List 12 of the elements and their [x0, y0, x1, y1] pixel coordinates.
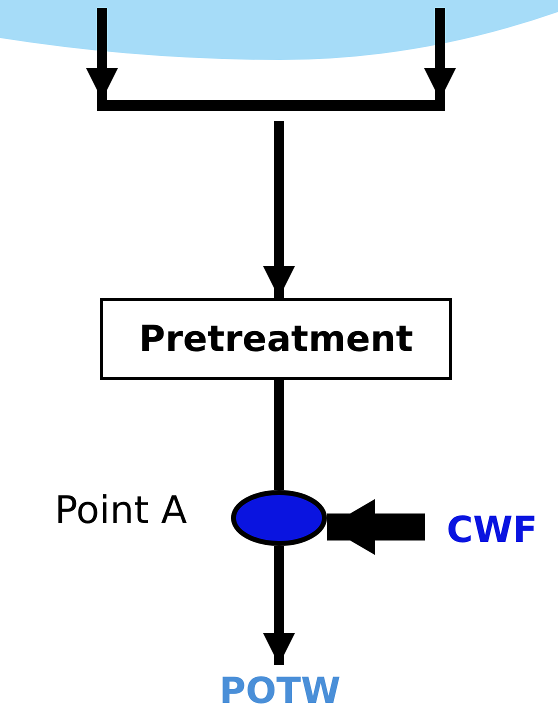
- connector-line: [274, 380, 284, 490]
- arrow: [424, 8, 456, 100]
- point-label: Point A: [54, 488, 187, 532]
- arrow: [86, 8, 118, 100]
- box-label: Pretreatment: [138, 318, 414, 360]
- merge-bar: [97, 100, 445, 111]
- input-label: CWF: [446, 510, 538, 550]
- arrow: [263, 546, 295, 665]
- arrow: [327, 499, 425, 555]
- arrow: [263, 121, 295, 298]
- output-label: POTW: [219, 670, 341, 709]
- process-box: [100, 298, 452, 380]
